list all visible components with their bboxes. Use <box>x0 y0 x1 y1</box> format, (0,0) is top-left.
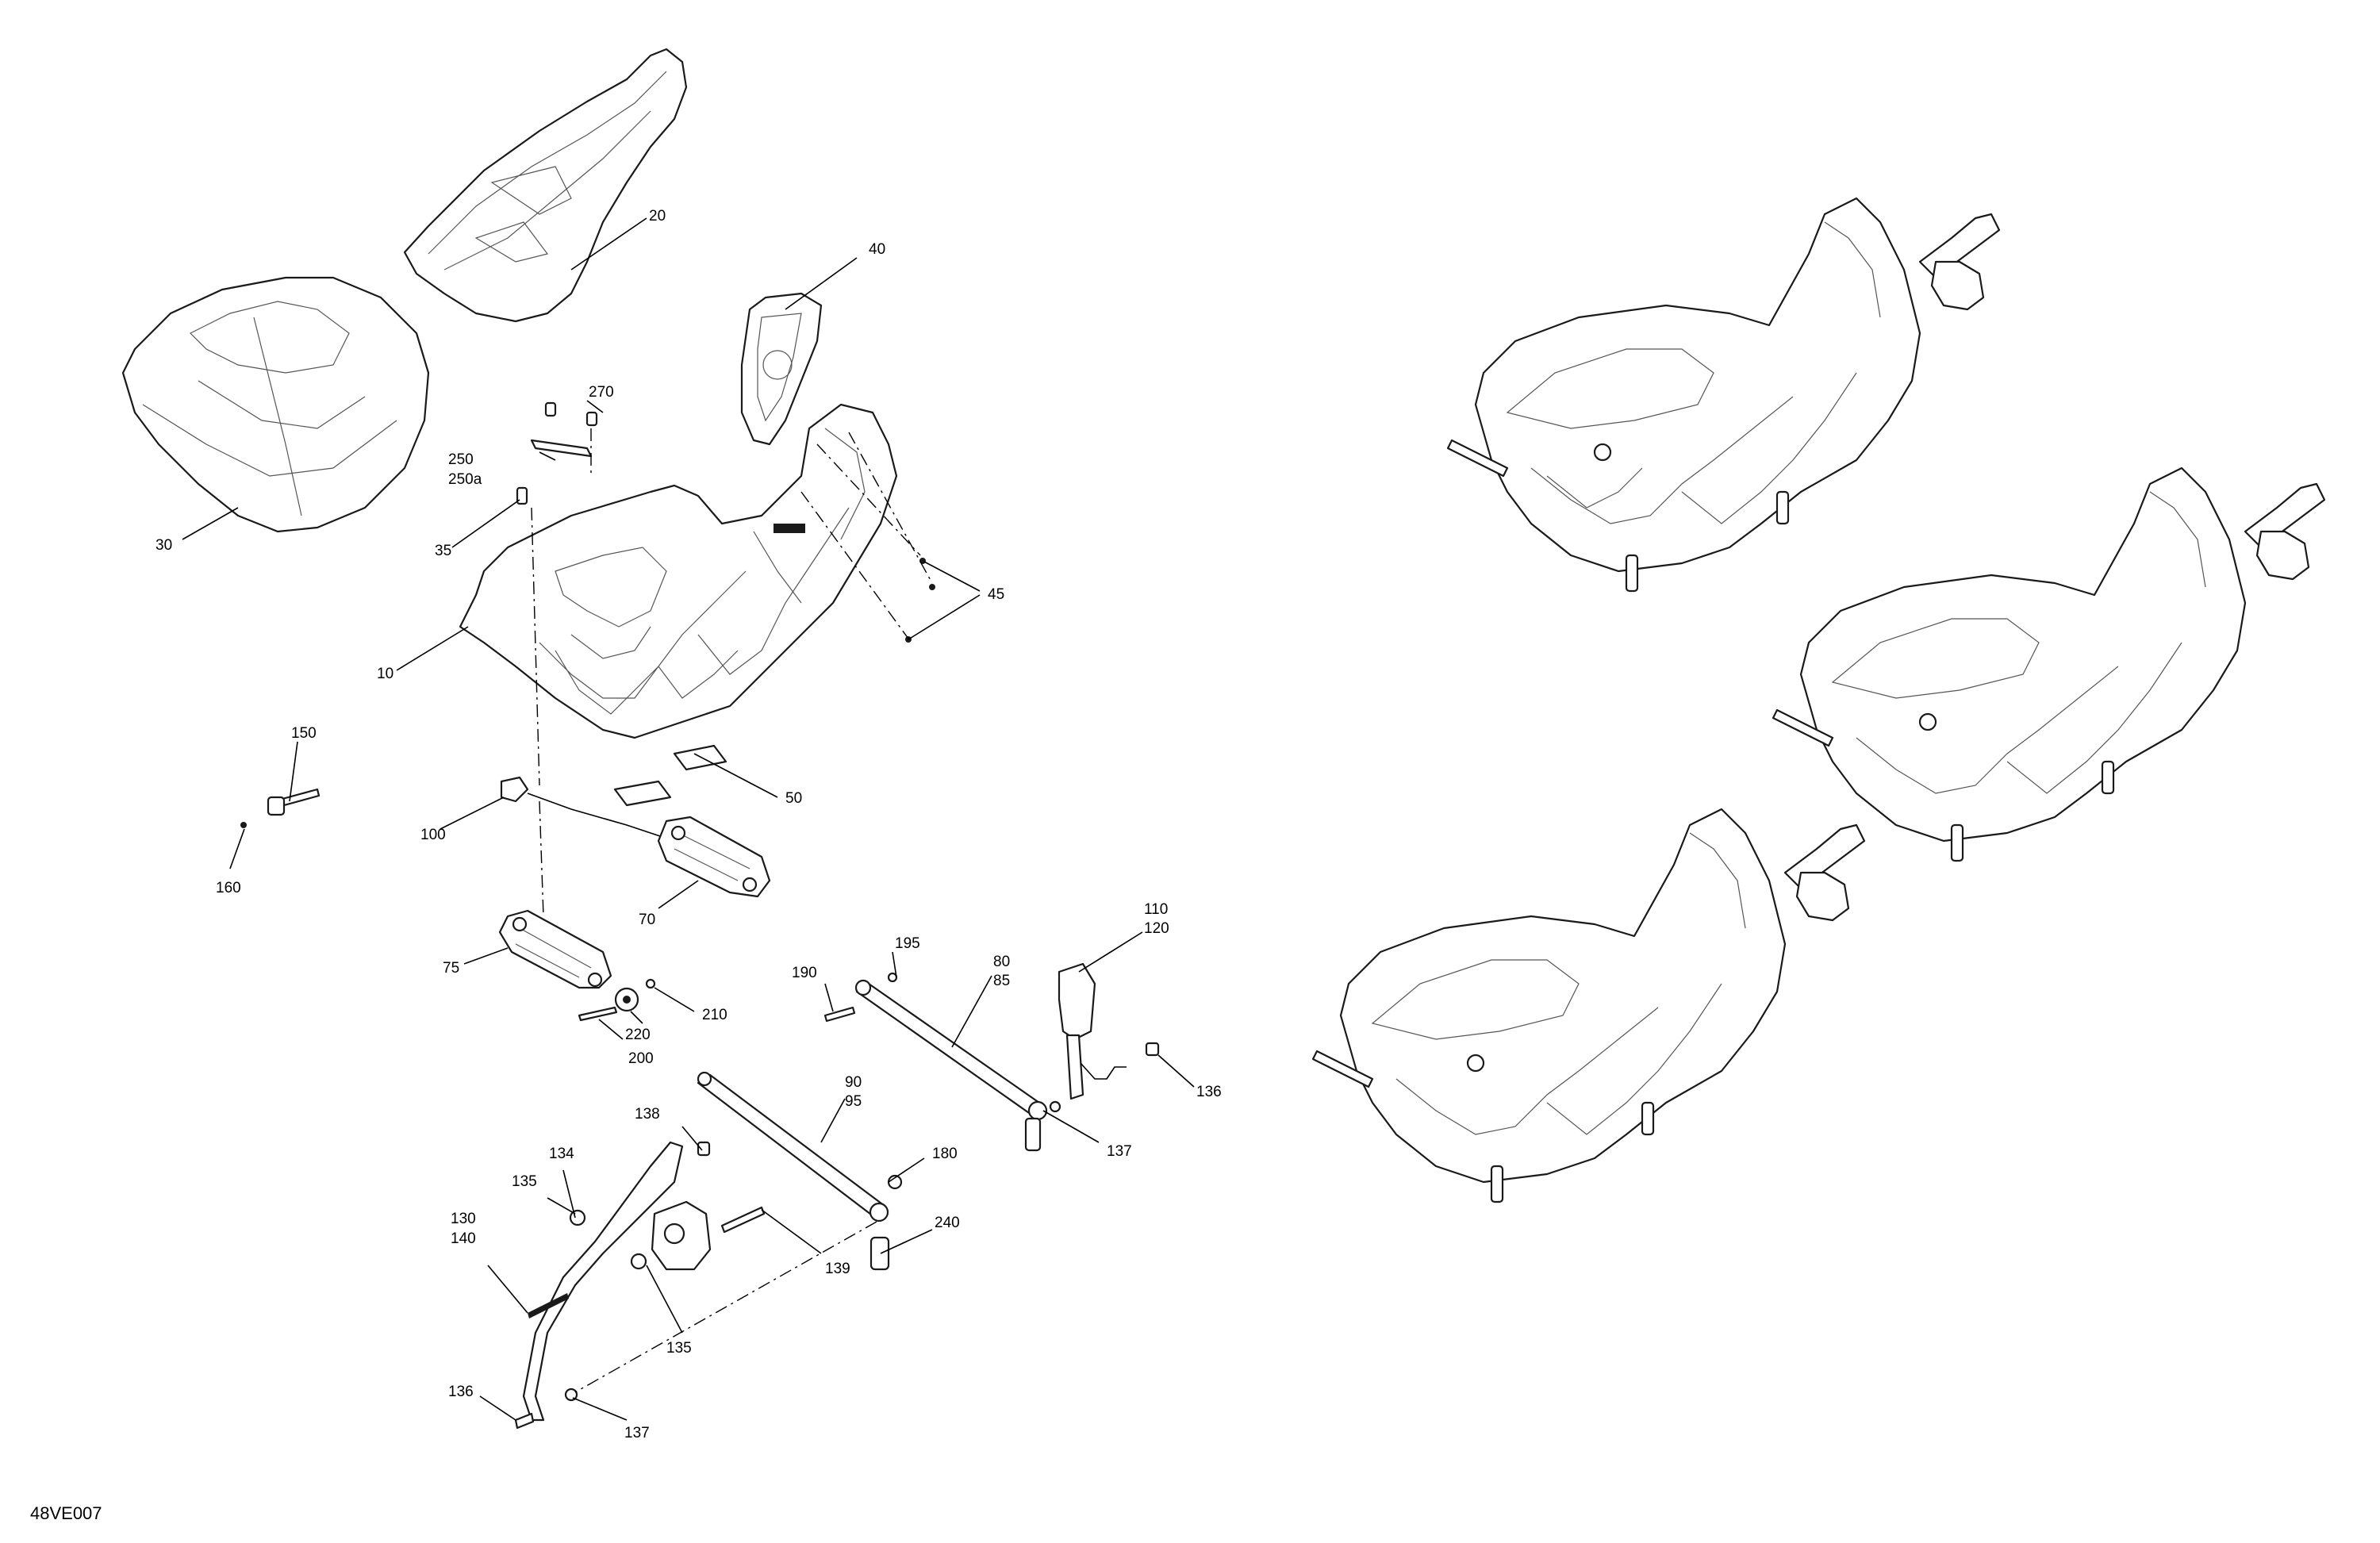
callout-137-left: 137 <box>624 1425 650 1441</box>
seat-latch <box>500 776 675 842</box>
callout-270: 270 <box>589 384 614 401</box>
callout-250a: 250a <box>448 471 482 488</box>
leader-lines <box>182 217 1195 1421</box>
callout-120: 120 <box>1144 920 1169 937</box>
callout-136-left: 136 <box>448 1384 474 1400</box>
callout-135-bottom: 135 <box>666 1340 692 1357</box>
seat-cushion <box>121 276 430 533</box>
callout-210: 210 <box>702 1007 727 1023</box>
callout-70: 70 <box>639 912 655 928</box>
callout-200: 200 <box>628 1050 654 1067</box>
slider-rail-75 <box>498 909 612 989</box>
spacer-bolt <box>578 978 656 1022</box>
assembly-lines <box>531 428 933 1393</box>
callout-140: 140 <box>451 1230 476 1247</box>
seat-assembly-view-1 <box>1446 197 2001 593</box>
callout-110: 110 <box>1144 901 1168 918</box>
backrest-cushion <box>403 48 688 323</box>
lap-belt <box>514 1141 766 1430</box>
callout-90: 90 <box>845 1074 862 1091</box>
callout-85: 85 <box>993 973 1010 989</box>
callout-195: 195 <box>895 935 920 952</box>
callout-137-right: 137 <box>1107 1143 1132 1160</box>
callout-240: 240 <box>935 1215 960 1231</box>
callout-100: 100 <box>420 827 446 843</box>
callout-75: 75 <box>443 960 459 977</box>
headrest-panel <box>740 292 823 446</box>
callout-135-left: 135 <box>512 1173 537 1190</box>
belt-buckle <box>1049 962 1160 1113</box>
callout-10: 10 <box>377 666 393 682</box>
seat-assembly-view-2 <box>1772 466 2326 862</box>
callout-45: 45 <box>988 586 1004 603</box>
callout-50: 50 <box>785 790 802 807</box>
bolt-150 <box>240 788 321 828</box>
seat-shell <box>459 403 898 739</box>
rear-tube-80 <box>823 972 1048 1152</box>
callout-136-right: 136 <box>1196 1084 1222 1100</box>
seat-assembly-view-3 <box>1311 808 1866 1203</box>
callout-138: 138 <box>635 1106 660 1123</box>
callout-80: 80 <box>993 954 1010 970</box>
callout-95: 95 <box>845 1093 862 1110</box>
callout-20: 20 <box>649 208 666 225</box>
callout-180: 180 <box>932 1146 958 1162</box>
callout-220: 220 <box>625 1027 651 1043</box>
callout-30: 30 <box>155 537 172 554</box>
callout-35: 35 <box>435 543 451 559</box>
callouts: 20 30 40 270 250 250a 35 45 10 50 150 16… <box>155 208 1222 1441</box>
callout-134: 134 <box>549 1146 574 1162</box>
decal-set <box>613 744 727 807</box>
front-tube-90 <box>697 1071 903 1271</box>
figure-reference-code: 48VE007 <box>30 1503 102 1523</box>
callout-130: 130 <box>451 1211 476 1227</box>
callout-139: 139 <box>825 1261 850 1277</box>
callout-160: 160 <box>216 880 241 896</box>
callout-150: 150 <box>291 725 317 742</box>
slider-rail-70 <box>657 816 771 898</box>
callout-190: 190 <box>792 965 817 981</box>
callout-40: 40 <box>869 241 885 258</box>
callout-250: 250 <box>448 451 474 468</box>
